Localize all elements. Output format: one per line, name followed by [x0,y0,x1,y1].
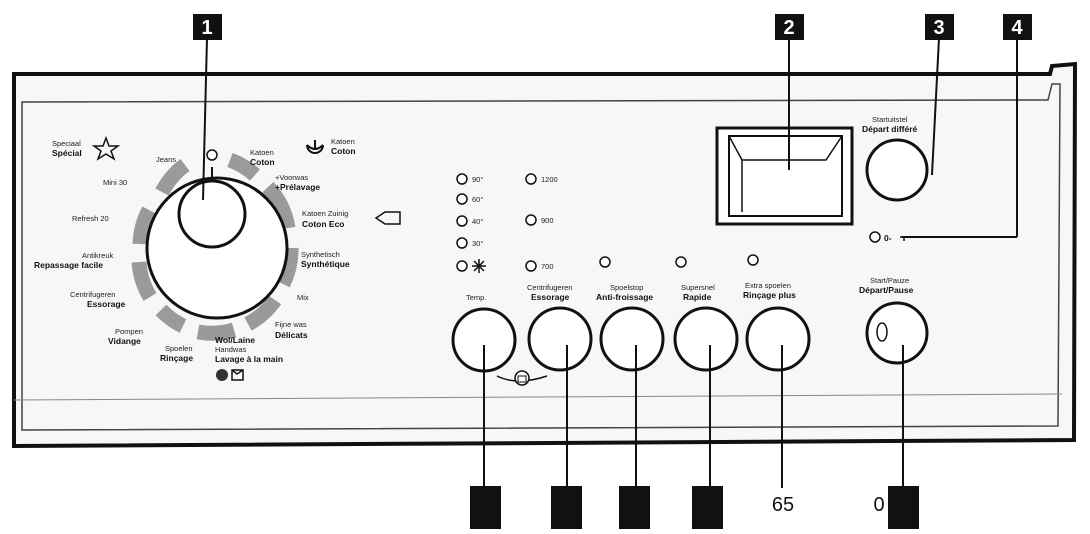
callout-1: 1 [201,17,212,39]
label-jeans: Jeans [156,155,176,164]
label-spoelen-nl: Spoelen [165,344,193,353]
callout-9: 65 [772,494,794,516]
callout-2: 2 [783,17,794,39]
label-katoen-right-nl: Katoen [331,137,355,146]
btn-rinse-label-nl: Extra spoelen [745,281,791,290]
callout-3: 3 [933,17,944,39]
speed-700: 700 [541,262,554,271]
wool-icon [216,369,228,381]
btn-crease-label-nl: Spoelstop [610,283,643,292]
dial-indicator-icon [206,149,218,161]
anti-crease-button[interactable] [599,306,665,372]
btn-spin-label-nl: Centrifugeren [527,283,572,292]
lock-icon [514,370,530,386]
door-lock-led [869,231,881,243]
callout-10: 0 [873,494,884,516]
label-handwas-fr: Lavage à la main [215,354,283,364]
delay-label-fr: Départ différé [862,124,918,134]
callout-8-box [692,486,723,529]
label-wol: Wol/Laine [215,335,255,345]
label-anti-fr: Repassage facile [34,260,103,270]
label-centri-nl: Centrifugeren [70,290,115,299]
callout-3-box [925,14,954,40]
label-special-fr: Spécial [52,148,82,158]
delay-label-nl: Startuitstel [872,115,908,124]
label-mix: Mix [297,293,309,302]
label-refresh: Refresh 20 [72,214,109,223]
rapid-button[interactable] [673,306,739,372]
speed-1200: 1200 [541,175,558,184]
callout-1-box [193,14,222,40]
extra-rinse-button[interactable] [745,306,811,372]
star-icon [91,135,121,161]
label-eco-nl: Katoen Zuinig [302,209,348,218]
dial-segments [131,152,299,341]
label-katoen-right-fr: Coton [331,146,356,156]
cold-icon [472,259,486,273]
label-spoelen-fr: Rinçage [160,353,193,363]
label-voorwas-nl: +Voorwas [275,173,308,182]
label-katoen-top-nl: Katoen [250,148,274,157]
hand-icon [231,369,244,381]
callout-7-box [619,486,650,529]
label-eco-fr: Coton Eco [302,219,345,229]
callout-5-box [470,486,501,529]
label-fijne-fr: Délicats [275,330,308,340]
start-label-fr: Départ/Pause [859,285,914,295]
label-pompen-nl: Pompen [115,327,143,336]
spin-button[interactable] [527,306,593,372]
btn-rinse-label-fr: Rinçage plus [743,290,796,300]
callout-4-box [1003,14,1032,40]
program-knob[interactable] [177,179,247,249]
btn-spin-label-fr: Essorage [531,292,570,302]
speed-900: 900 [541,216,554,225]
option-leds [599,254,759,268]
temp-leds [456,173,537,272]
callout-4: 4 [1011,17,1023,39]
label-katoen-top-fr: Coton [250,157,275,167]
start-label-nl: Start/Pauze [870,276,909,285]
btn-temp-label: Temp. [466,293,486,302]
panel-inner-line [21,83,1061,431]
temp-60: 60° [472,195,483,204]
delay-start-button[interactable] [865,138,929,202]
temp-40: 40° [472,217,483,226]
lock-body-icon [517,375,527,383]
btn-rapid-label-nl: Supersnel [681,283,715,292]
door-lock-label: 0- [884,233,892,243]
label-anti-nl: Antikreuk [82,251,114,260]
temp-90: 90° [472,175,483,184]
label-handwas-nl: Handwas [215,345,247,354]
callout-6-box [551,486,582,529]
cotton-icon [306,140,324,154]
label-voorwas-fr: +Prélavage [275,182,320,192]
callout-11-box [888,486,919,529]
temp-30: 30° [472,239,483,248]
label-fijne-nl: Fijne was [275,320,307,329]
label-synthetisch-nl: Synthetisch [301,250,340,259]
callout-2-box [775,14,804,40]
panel-edge [13,393,1063,401]
label-synthetisch-fr: Synthétique [301,259,350,269]
leader-lines [202,37,1018,488]
start-pause-led [876,322,888,342]
display-screen [728,135,843,217]
display-bevel [728,135,843,212]
label-pompen-fr: Vidange [108,336,141,346]
btn-rapid-label-fr: Rapide [683,292,712,302]
btn-crease-label-fr: Anti-froissage [596,292,653,302]
label-mini: Mini 30 [103,178,127,187]
label-centri-fr: Essorage [87,299,126,309]
start-pause-button[interactable] [865,301,929,365]
eco-tag-icon [374,211,401,225]
label-special-nl: Speciaal [52,139,81,148]
